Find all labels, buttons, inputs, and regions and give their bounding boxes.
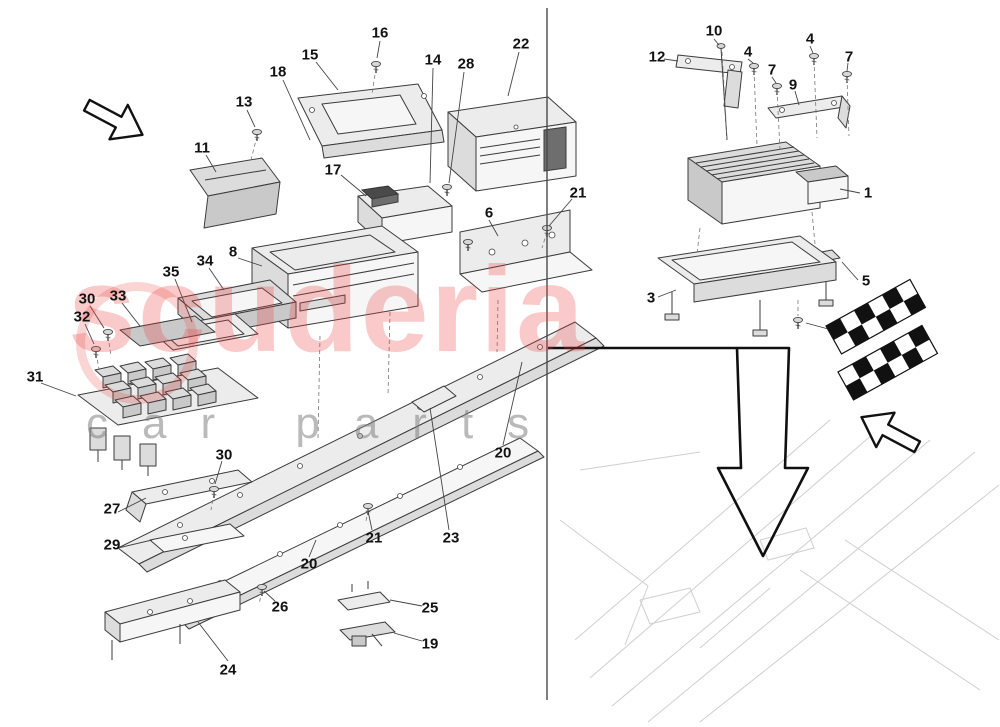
part-number-label: 32 <box>73 308 91 326</box>
bracket-24 <box>104 579 241 660</box>
part-number-label: 18 <box>269 63 287 81</box>
part-number-label: 26 <box>271 598 289 616</box>
part-number-label: 4 <box>805 30 815 48</box>
fuse-box <box>77 353 259 476</box>
part-number-label: 1 <box>863 184 873 202</box>
plate-29 <box>149 523 245 553</box>
side-bracket-6 <box>459 209 593 293</box>
inset-pointer-arrow-icon <box>716 346 810 558</box>
part-number-label: 21 <box>569 184 587 202</box>
part-number-label: 8 <box>228 243 238 261</box>
part-number-label: 27 <box>103 500 121 518</box>
part-number-label: 3 <box>646 289 656 307</box>
bracket-11 <box>189 157 281 229</box>
leader-lines <box>40 40 573 662</box>
cover-33 <box>119 315 216 347</box>
main-exploded-view <box>40 40 605 662</box>
detail-leader-lines <box>657 38 861 331</box>
part-number-label: 23 <box>442 529 460 547</box>
part-number-label: 11 <box>194 139 210 157</box>
part-number-label: 2 <box>834 321 844 339</box>
detail-alignment-lines <box>696 51 850 316</box>
part-number-label: 5 <box>861 272 871 290</box>
car-location-inset <box>548 346 1000 723</box>
part-number-label: 20 <box>494 444 512 462</box>
part-number-label: 6 <box>484 204 494 222</box>
checkered-flag-icon <box>825 278 939 401</box>
part-number-label: 22 <box>512 35 530 53</box>
part-number-label: 10 <box>705 22 723 40</box>
part-number-label: 28 <box>457 55 475 73</box>
ecu-unit <box>687 141 849 225</box>
part-number-label: 15 <box>301 46 319 64</box>
chassis-inset-drawing <box>559 419 1000 723</box>
part-number-label: 13 <box>235 93 253 111</box>
part-number-label: 17 <box>324 161 342 179</box>
part-number-label: 9 <box>788 76 798 94</box>
part-number-label: 16 <box>371 24 389 42</box>
alignment-lines <box>95 67 548 605</box>
part-number-label: 29 <box>103 536 121 554</box>
mounting-tray-3 <box>657 235 837 337</box>
part-number-label: 34 <box>196 252 214 270</box>
top-tray <box>297 83 445 159</box>
control-unit-22 <box>447 96 577 192</box>
clip-19 <box>339 621 396 647</box>
part-number-label: 31 <box>26 368 44 386</box>
amplifier-unit <box>357 185 453 245</box>
bracket-12 <box>675 54 743 109</box>
part-number-label: 25 <box>421 599 439 617</box>
detail-exploded-view <box>657 38 861 337</box>
part-number-label: 35 <box>162 263 180 281</box>
part-number-label: 33 <box>109 287 127 305</box>
part-number-label: 12 <box>648 48 666 66</box>
part-number-label: 20 <box>300 555 318 573</box>
mounting-rail-upper <box>117 321 605 573</box>
part-number-label: 7 <box>767 61 777 79</box>
bracket-9 <box>767 95 851 129</box>
part-number-label: 30 <box>78 290 96 308</box>
part-number-label: 14 <box>424 51 442 69</box>
part-number-label: 4 <box>743 43 753 61</box>
part-number-label: 30 <box>215 446 233 464</box>
part-number-label: 7 <box>844 48 854 66</box>
part-number-label: 21 <box>365 529 383 547</box>
part-number-label: 24 <box>219 661 237 679</box>
part-number-label: 19 <box>421 635 439 653</box>
clip-25 <box>337 581 391 611</box>
